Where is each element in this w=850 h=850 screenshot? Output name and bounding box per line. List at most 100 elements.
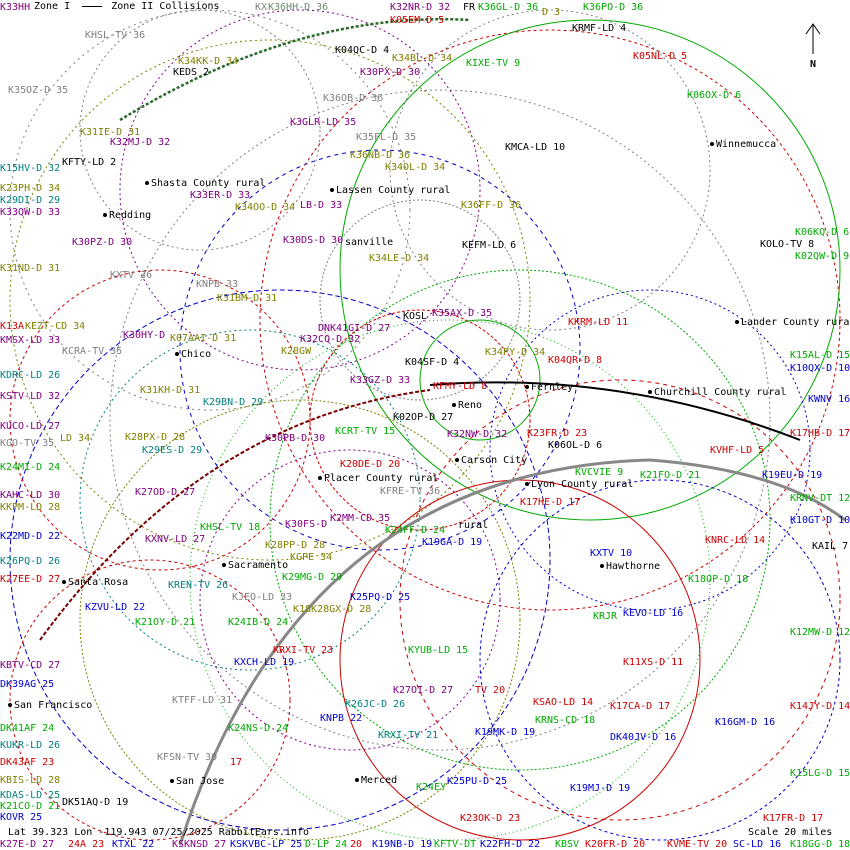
station-label[interactable]: KIXE-TV 9: [466, 58, 521, 69]
station-label[interactable]: K30PZ-D 30: [72, 237, 133, 248]
station-label[interactable]: KFRE-TV 36: [380, 486, 441, 497]
station-label[interactable]: FR: [463, 2, 476, 13]
station-label[interactable]: K34PY-D 34: [485, 347, 546, 358]
station-label[interactable]: KFTV-DT: [434, 839, 477, 850]
station-label[interactable]: K06OL-D 6: [548, 440, 603, 451]
station-label[interactable]: KNPB 33: [196, 279, 239, 290]
station-label[interactable]: KVCVIE 9: [575, 467, 624, 478]
station-label[interactable]: KEDS 2: [173, 67, 210, 78]
station-label[interactable]: K30DS-D 30: [283, 235, 344, 246]
station-label[interactable]: K35OZ-D 35: [8, 85, 69, 96]
station-label[interactable]: KOVR 25: [0, 812, 43, 823]
station-label[interactable]: K17FR-D 17: [763, 813, 824, 824]
station-label[interactable]: K21OY-D 21: [135, 617, 196, 628]
station-label[interactable]: K29ES-D 29: [142, 445, 203, 456]
station-label[interactable]: KKPM-LD 28: [0, 502, 61, 513]
station-label[interactable]: LB-D 33: [300, 200, 343, 211]
station-label[interactable]: KNPB 22: [320, 713, 363, 724]
station-label[interactable]: KKRM-LD 11: [568, 317, 629, 328]
station-label[interactable]: K23PH-D 34: [0, 183, 61, 194]
station-label[interactable]: 20: [350, 839, 363, 850]
station-label[interactable]: KSKNSD 27: [172, 839, 227, 850]
station-label[interactable]: K27EE-D 27: [0, 574, 61, 585]
station-label[interactable]: K28PP-D 28: [265, 540, 326, 551]
station-label[interactable]: KTFF-LD 31: [172, 695, 233, 706]
station-label[interactable]: K29DI-D 29: [0, 195, 61, 206]
station-label[interactable]: K05EM-D 5: [390, 15, 445, 26]
station-label[interactable]: KCRA-TV 35: [62, 346, 123, 357]
station-label[interactable]: D 3: [542, 7, 561, 18]
station-label[interactable]: K15HV-D 32: [0, 163, 61, 174]
station-label[interactable]: K10QX-D 10: [790, 363, 850, 374]
station-label[interactable]: K34OL-D 34: [385, 162, 446, 173]
station-label[interactable]: K34OO-D 34: [235, 202, 296, 213]
station-label[interactable]: K19EU-D 19: [762, 470, 823, 481]
station-label[interactable]: KXNV-LD 27: [145, 534, 206, 545]
station-label[interactable]: K31ND-D 31: [0, 263, 61, 274]
station-label[interactable]: KRNS-CD 18: [535, 715, 596, 726]
station-label[interactable]: KRXI-TV 21: [378, 730, 439, 741]
station-label[interactable]: K19NB-D 19: [372, 839, 433, 850]
station-label[interactable]: K06KQ-D 6: [795, 227, 850, 238]
station-label[interactable]: K30PB-D 30: [265, 433, 326, 444]
station-label[interactable]: DK51AQ-D 19: [62, 797, 129, 808]
station-label[interactable]: KTXL 22: [112, 839, 155, 850]
station-label[interactable]: K36GL-D 36: [478, 2, 539, 13]
station-label[interactable]: K04SF-D 4: [405, 357, 460, 368]
station-label[interactable]: K32NR-D 32: [390, 2, 451, 13]
station-label[interactable]: KNRC-LD 14: [705, 535, 766, 546]
station-label[interactable]: KDAS-LD 25: [0, 790, 61, 801]
station-label[interactable]: KGO-TV 35: [0, 438, 55, 449]
station-label[interactable]: K22FH-D 22: [480, 839, 541, 850]
station-label[interactable]: K33ER-D 33: [190, 190, 251, 201]
station-label[interactable]: KREN-TV 26: [168, 580, 229, 591]
station-label[interactable]: K31KH-D 31: [140, 385, 201, 396]
station-label[interactable]: KEVO-LD 16: [623, 608, 684, 619]
station-label[interactable]: KVME-TV 20: [667, 839, 728, 850]
station-label[interactable]: KX: [255, 2, 268, 13]
station-label[interactable]: K07AAI-D 31: [170, 333, 237, 344]
station-label[interactable]: K02OP-D 27: [393, 412, 454, 423]
station-label[interactable]: K17HE-D 17: [520, 497, 581, 508]
station-label[interactable]: DK43AF 23: [0, 757, 55, 768]
station-label[interactable]: KAHC-LD 30: [0, 490, 61, 501]
station-label[interactable]: KMSX-LD 33: [0, 335, 61, 346]
station-label[interactable]: K28GW: [281, 346, 312, 357]
station-label[interactable]: K36NB-D 36: [350, 150, 411, 161]
station-label[interactable]: K04QR-D 8: [548, 355, 603, 366]
station-label[interactable]: KEFM-LD 6: [462, 240, 517, 251]
station-label[interactable]: KWNV 16: [808, 394, 850, 405]
station-label[interactable]: KVHF-LD 5: [710, 445, 765, 456]
station-label[interactable]: K20DE-D 20: [340, 459, 401, 470]
station-label[interactable]: K10GT-D 10: [790, 515, 850, 526]
station-label[interactable]: K17CA-D 17: [610, 701, 671, 712]
station-label[interactable]: K24MI-D 24: [0, 462, 61, 473]
station-label[interactable]: K16GM-D 16: [715, 717, 776, 728]
station-label[interactable]: K32NW-D 32: [447, 429, 508, 440]
station-label[interactable]: KFSN-TV 30: [157, 752, 218, 763]
station-label[interactable]: K36OB-D 36: [323, 93, 384, 104]
station-label[interactable]: KBIS-LD 28: [0, 775, 61, 786]
station-label[interactable]: KOLO-TV 8: [760, 239, 815, 250]
station-label[interactable]: K30PX-D 30: [360, 67, 421, 78]
station-label[interactable]: K04QC-D 4: [335, 45, 390, 56]
station-label[interactable]: KUCO-LD 27: [0, 421, 61, 432]
station-label[interactable]: K12MW-D 12: [790, 627, 850, 638]
station-label[interactable]: KBTV-CD 27: [0, 660, 61, 671]
station-label[interactable]: K25PU-D 25: [447, 776, 508, 787]
station-label[interactable]: KRJR: [593, 611, 618, 622]
station-label[interactable]: K20FR-D 20: [585, 839, 646, 850]
station-label[interactable]: K28PX-D 28: [125, 432, 186, 443]
station-label[interactable]: K22MD-D 22: [0, 531, 61, 542]
station-label[interactable]: K31IE-D 31: [80, 127, 141, 138]
station-label[interactable]: K34LE-D 34: [369, 253, 430, 264]
station-label[interactable]: K32CQ-D 32: [300, 334, 361, 345]
station-label[interactable]: K35FL-D 35: [356, 132, 417, 143]
station-label[interactable]: K2MM-CD 35: [330, 513, 391, 524]
station-label[interactable]: TV 20: [475, 685, 506, 696]
station-label[interactable]: K18GG-D 18: [790, 839, 850, 850]
station-label[interactable]: K21CO-D 21: [0, 801, 61, 812]
station-label[interactable]: K15LG-D 15: [790, 768, 850, 779]
station-label[interactable]: 24A 23: [68, 839, 105, 850]
